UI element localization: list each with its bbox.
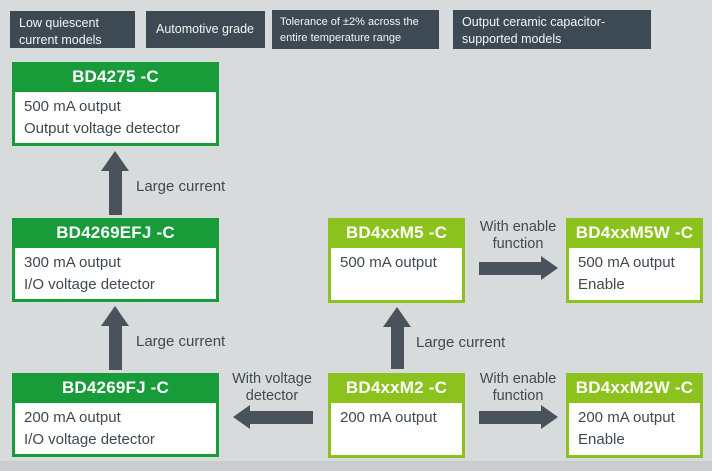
arrow-label-enable-bottom: With enable function — [479, 371, 557, 405]
arrow-head — [541, 256, 558, 280]
arrow-stem — [250, 410, 313, 424]
product-title: BD4269EFJ -C — [56, 223, 175, 242]
footer-bar — [0, 461, 712, 471]
product-line: Enable — [578, 275, 625, 293]
product-title: BD4xxM2 -C — [345, 378, 448, 397]
arrow-left-icon — [233, 405, 313, 429]
arrow-stem — [108, 326, 122, 370]
arrow-stem — [390, 327, 404, 369]
product-title: BD4xxM5 -C — [345, 223, 448, 242]
product-box-bd4xxm5w: BD4xxM5W -C 500 mA output Enable — [566, 218, 703, 303]
arrow-head — [101, 306, 129, 326]
arrow-label-voltage-detector: With voltage detector — [232, 371, 312, 405]
product-line: 200 mA output — [24, 409, 121, 426]
product-line: I/O voltage detector — [24, 275, 155, 293]
product-line: 500 mA output — [340, 254, 437, 271]
product-description: 300 mA output I/O voltage detector — [15, 248, 216, 299]
product-box-bd4275: BD4275 -C 500 mA output Output voltage d… — [12, 62, 219, 146]
product-line: 500 mA output — [578, 254, 675, 271]
product-description: 200 mA output Enable — [569, 403, 700, 455]
product-title: BD4xxM2W -C — [575, 378, 694, 397]
product-description: 200 mA output — [331, 403, 462, 455]
arrow-right-icon — [479, 405, 558, 429]
product-description: 500 mA output — [331, 248, 462, 300]
product-line: 500 mA output — [24, 98, 121, 115]
product-title: BD4xxM5W -C — [575, 223, 694, 242]
arrow-head — [101, 151, 129, 171]
arrow-label-large-current-2: Large current — [136, 333, 226, 350]
product-line: Output voltage detector — [24, 119, 180, 137]
arrow-label-large-current-1: Large current — [136, 178, 226, 195]
product-box-bd4xxm2: BD4xxM2 -C 200 mA output — [328, 373, 465, 458]
product-title: BD4269FJ -C — [61, 378, 170, 397]
feature-tag-automotive: Automotive grade — [146, 11, 265, 48]
arrow-stem — [479, 261, 541, 275]
feature-tag-low-quiescent: Low quiescent current models — [10, 11, 135, 48]
arrow-label-large-current-3: Large current — [416, 334, 506, 351]
product-description: 200 mA output I/O voltage detector — [15, 403, 216, 454]
arrow-up-icon — [101, 151, 129, 215]
product-line: 200 mA output — [340, 409, 437, 426]
product-box-bd4xxm2w: BD4xxM2W -C 200 mA output Enable — [566, 373, 703, 458]
product-description: 500 mA output Enable — [569, 248, 700, 300]
feature-tag-ceramic-capacitor: Output ceramic capacitor-supported model… — [453, 10, 651, 49]
arrow-stem — [479, 410, 541, 424]
product-box-bd4269fj: BD4269FJ -C 200 mA output I/O voltage de… — [12, 373, 219, 457]
product-title: BD4275 -C — [72, 67, 159, 86]
product-line: I/O voltage detector — [24, 430, 155, 448]
arrow-head — [541, 405, 558, 429]
product-line: Enable — [578, 430, 625, 448]
product-description: 500 mA output Output voltage detector — [15, 92, 216, 143]
arrow-up-icon — [101, 306, 129, 370]
feature-tag-tolerance: Tolerance of ±2% across the entire tempe… — [272, 10, 439, 49]
arrow-stem — [108, 171, 122, 215]
product-box-bd4xxm5: BD4xxM5 -C 500 mA output — [328, 218, 465, 303]
product-line: 200 mA output — [578, 409, 675, 426]
product-line: 300 mA output — [24, 254, 121, 271]
arrow-up-icon — [383, 307, 411, 369]
arrow-label-enable-top: With enable function — [479, 219, 557, 253]
arrow-head — [233, 405, 250, 429]
product-box-bd4269efj: BD4269EFJ -C 300 mA output I/O voltage d… — [12, 218, 219, 302]
arrow-right-icon — [479, 256, 558, 280]
arrow-head — [383, 307, 411, 327]
